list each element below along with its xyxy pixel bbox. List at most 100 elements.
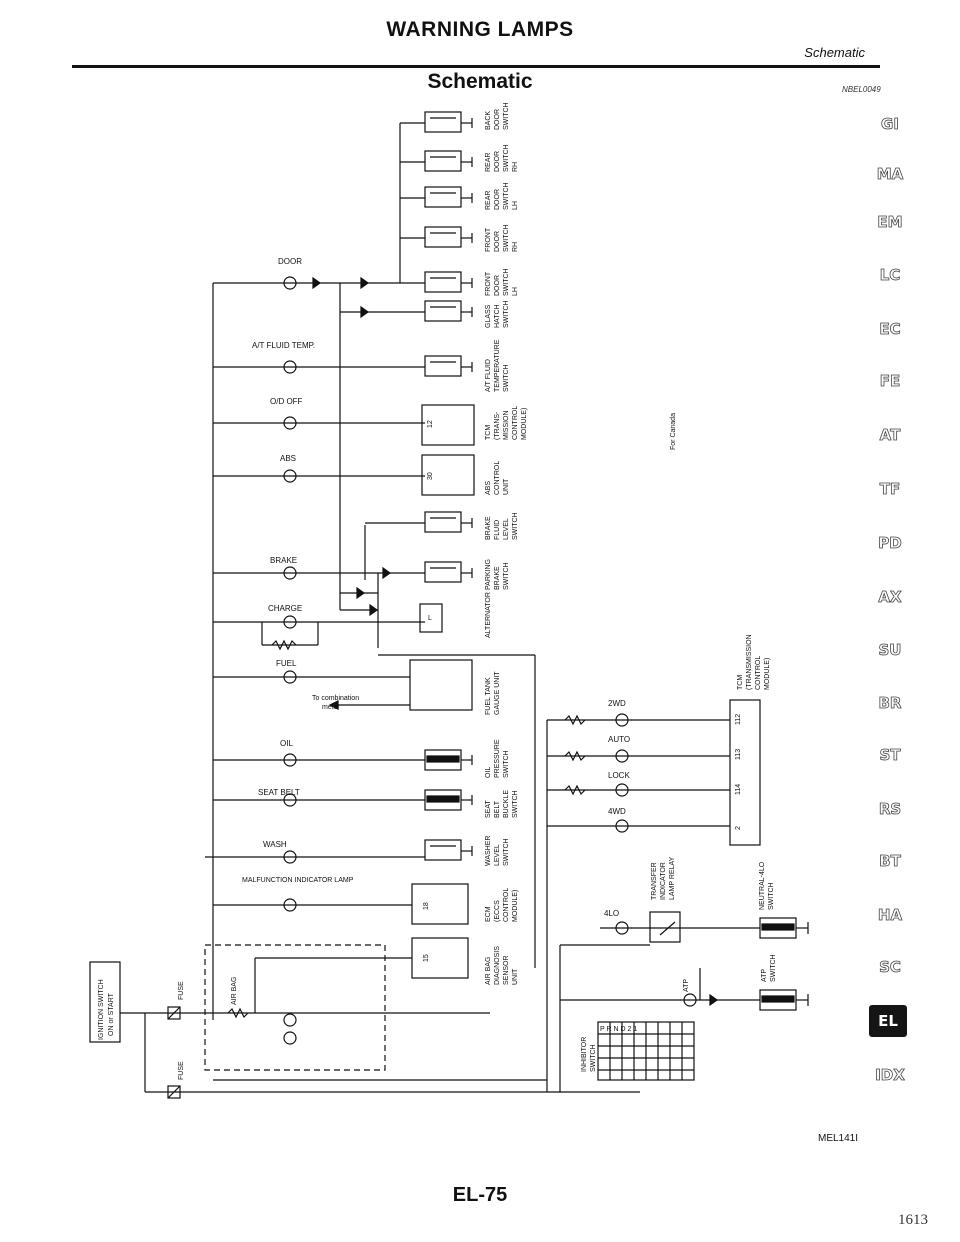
inhibitor-switch-grid: [597, 1021, 695, 1081]
label-inhibitor-2: SWITCH: [590, 1044, 597, 1072]
tab-ec[interactable]: EC: [879, 320, 901, 339]
label-atp-switch-2: SWITCH: [770, 954, 777, 982]
label-transfer-relay-2: INDICATOR: [660, 862, 667, 900]
reference-code: NBEL0049: [842, 85, 881, 94]
lamp-symbols: [283, 276, 297, 912]
label-tcm-3: MISSION: [503, 410, 510, 440]
pin-113: 113: [735, 749, 742, 760]
label-tcm: TCM: [485, 425, 492, 440]
pin-12: 12: [427, 420, 434, 428]
lamp-label-od-off: O/D OFF: [270, 397, 303, 406]
label-glass-hatch: GLASS: [485, 304, 492, 328]
tab-idx[interactable]: IDX: [875, 1066, 905, 1085]
tab-el-active[interactable]: EL: [869, 1005, 907, 1037]
label-front-door-lh-2: DOOR: [494, 275, 501, 296]
tab-tf[interactable]: TF: [879, 480, 901, 499]
tab-su[interactable]: SU: [878, 641, 902, 660]
label-rear-door-lh: REAR: [485, 191, 492, 210]
lamp-label-oil: OIL: [280, 739, 293, 748]
label-inhibitor: INHIBITOR: [581, 1037, 588, 1072]
label-glass-hatch-2: HATCH: [494, 304, 501, 328]
to-meter-label: To combination: [312, 695, 359, 702]
tab-pd[interactable]: PD: [878, 534, 902, 553]
label-brake-fluid-3: LEVEL: [503, 518, 510, 540]
label-rear-door-lh-4: LH: [512, 201, 519, 210]
pin-30: 30: [427, 472, 434, 480]
label-fuel-tank: FUEL TANK: [485, 677, 492, 715]
label-brake-fluid-2: FLUID: [494, 520, 501, 540]
label-ignition: IGNITION SWITCH: [98, 979, 105, 1040]
label-front-door-lh: FRONT: [485, 271, 492, 296]
page-number: EL-75: [452, 1184, 508, 1206]
label-airbag-unit: AIR BAG: [485, 957, 492, 985]
label-ignition-2: ON or START: [108, 992, 115, 1036]
label-tcm-4: CONTROL: [512, 406, 519, 440]
label-neutral-4lo: NEUTRAL-4LO: [759, 861, 766, 910]
tab-ma[interactable]: MA: [876, 165, 904, 184]
label-parking-brake-2: BRAKE: [494, 566, 501, 590]
schematic-heading: Schematic: [427, 70, 533, 93]
tab-st[interactable]: ST: [879, 746, 901, 765]
label-front-door-lh-3: SWITCH: [503, 268, 510, 296]
lamp-label-mil: MALFUNCTION INDICATOR LAMP: [242, 877, 354, 884]
tab-em[interactable]: EM: [877, 213, 903, 232]
tab-gi[interactable]: GI: [881, 115, 900, 134]
tab-br[interactable]: BR: [878, 694, 902, 713]
label-rear-door-rh: REAR: [485, 153, 492, 172]
pin-18: 18: [423, 902, 430, 910]
pin-l: L: [428, 615, 432, 622]
label-parking-brake-3: SWITCH: [503, 562, 510, 590]
label-oil-pressure-2: PRESSURE: [494, 739, 501, 778]
label-airbag-unit-3: SENSOR: [503, 955, 510, 985]
label-ecm-2: (ECCS: [494, 900, 501, 922]
label-at-fluid: A/T FLUID: [485, 359, 492, 392]
label-tcm-right: TCM: [737, 675, 744, 690]
lamp-label-wash: WASH: [263, 840, 287, 849]
lamp-label-auto: AUTO: [608, 735, 630, 744]
label-fuse-2: FUSE: [178, 1061, 185, 1080]
label-abs-unit-3: UNIT: [503, 478, 510, 495]
label-ecm: ECM: [485, 906, 492, 922]
label-back-door: BACK: [485, 111, 492, 130]
pin-2: 2: [735, 826, 742, 830]
lamp-label-2wd: 2WD: [608, 699, 626, 708]
tab-ax[interactable]: AX: [878, 588, 902, 607]
label-front-door-rh-4: RH: [512, 242, 519, 252]
label-oil-pressure-3: SWITCH: [503, 750, 510, 778]
lamp-label-abs: ABS: [280, 454, 296, 463]
pin-114: 114: [735, 784, 742, 795]
lamp-label-brake: BRAKE: [270, 556, 297, 565]
label-ecm-3: CONTROL: [503, 888, 510, 922]
figure-code: MEL141I: [818, 1133, 859, 1144]
label-tcm-5: MODULE): [521, 408, 528, 440]
tab-bt[interactable]: BT: [879, 852, 901, 871]
label-tcm-right-4: MODULE): [764, 658, 771, 690]
label-neutral-4lo-2: SWITCH: [768, 882, 775, 910]
tab-lc[interactable]: LC: [879, 266, 901, 285]
tab-fe[interactable]: FE: [879, 372, 901, 391]
lamp-label-4lo: 4LO: [604, 909, 619, 918]
label-airbag-unit-4: UNIT: [512, 968, 519, 985]
label-rear-door-lh-3: SWITCH: [503, 182, 510, 210]
tab-at[interactable]: AT: [879, 426, 901, 445]
door-switch-symbols: [424, 111, 462, 861]
label-front-door-rh-3: SWITCH: [503, 224, 510, 252]
label-seat-belt-4: SWITCH: [512, 790, 519, 818]
label-rear-door-rh-2: DOOR: [494, 151, 501, 172]
lamp-label-4wd: 4WD: [608, 807, 626, 816]
label-alternator: ALTERNATOR: [485, 592, 492, 638]
label-rear-door-lh-2: DOOR: [494, 189, 501, 210]
for-canada-note: For Canada: [670, 413, 677, 450]
label-back-door-3: SWITCH: [503, 102, 510, 130]
tab-sc[interactable]: SC: [879, 958, 902, 977]
tab-ha[interactable]: HA: [877, 906, 903, 925]
print-page-number: 1613: [898, 1212, 928, 1228]
tab-rs[interactable]: RS: [878, 800, 902, 819]
label-abs-unit-2: CONTROL: [494, 461, 501, 495]
label-oil-pressure: OIL: [485, 767, 492, 778]
label-airbag: AIR BAG: [231, 977, 238, 1005]
label-tcm-2: (TRANS-: [494, 411, 501, 440]
label-tcm-right-3: CONTROL: [755, 656, 762, 690]
inhibitor-positions: P R N D 2 1: [600, 1026, 637, 1033]
